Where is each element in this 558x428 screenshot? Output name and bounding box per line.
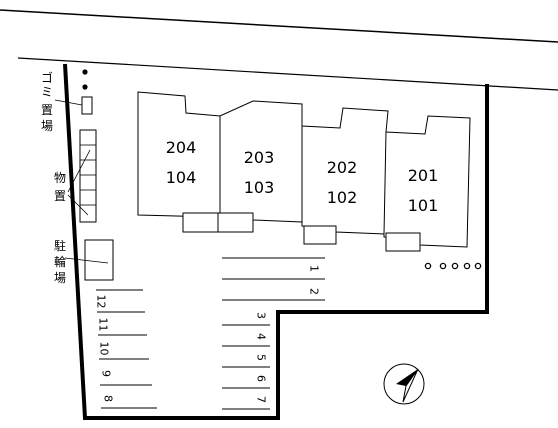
parking-number-10: 10 — [97, 341, 111, 356]
storage-leader — [67, 194, 89, 216]
parking-lines-right — [222, 257, 325, 301]
unit-upper-203: 203 — [243, 148, 275, 167]
unit-lower-104: 104 — [165, 168, 197, 187]
storage-units — [79, 129, 97, 223]
parking-number-7: 7 — [254, 396, 268, 403]
unit-divider — [383, 131, 387, 235]
parking-number-4: 4 — [254, 333, 268, 340]
parking-number-9: 9 — [99, 370, 113, 377]
parking-lines-center — [222, 324, 270, 410]
parking-number-8: 8 — [101, 395, 115, 402]
garbage-label-3: 置 — [41, 103, 54, 117]
site-boundary — [63, 63, 489, 420]
garbage-label-2: ミ — [41, 85, 54, 99]
garbage-leader — [54, 99, 83, 106]
parking-number-5: 5 — [254, 354, 268, 361]
unit-lower-102: 102 — [326, 188, 358, 207]
parking-number-11: 11 — [96, 317, 110, 332]
bicycle-label-2: 輪 — [54, 255, 67, 269]
garbage-station — [81, 96, 93, 115]
bicycle-leader — [64, 257, 109, 264]
entry-porch — [303, 225, 337, 245]
storage-label-1: 物 — [54, 171, 67, 185]
road-edge-bottom — [17, 57, 558, 91]
storage-label-2: 置 — [54, 189, 67, 203]
shrub-row — [424, 262, 482, 270]
road-edge-top — [0, 9, 558, 43]
parking-lines-left — [96, 289, 157, 409]
parking-number-12: 12 — [94, 294, 108, 309]
unit-upper-204: 204 — [165, 138, 197, 157]
bicycle-label-3: 場 — [54, 271, 67, 285]
parking-number-6: 6 — [254, 375, 268, 382]
bicycle-label-1: 駐 — [54, 239, 67, 253]
parking-number-3: 3 — [254, 312, 268, 319]
unit-lower-103: 103 — [243, 178, 275, 197]
parking-number-2: 2 — [307, 288, 321, 295]
unit-upper-201: 201 — [407, 166, 439, 185]
garbage-label-1: ゴ — [41, 71, 54, 85]
storage-leader — [67, 149, 91, 193]
parking-number-1: 1 — [307, 265, 321, 272]
north-arrow-icon — [383, 363, 425, 405]
garbage-label-4: 場 — [41, 119, 54, 133]
building-outline — [137, 91, 471, 248]
tree-dot — [82, 84, 88, 90]
bicycle-parking — [84, 239, 114, 281]
unit-upper-202: 202 — [326, 158, 358, 177]
entry-porch — [385, 232, 421, 252]
tree-dot — [82, 69, 88, 75]
unit-lower-101: 101 — [407, 196, 439, 215]
